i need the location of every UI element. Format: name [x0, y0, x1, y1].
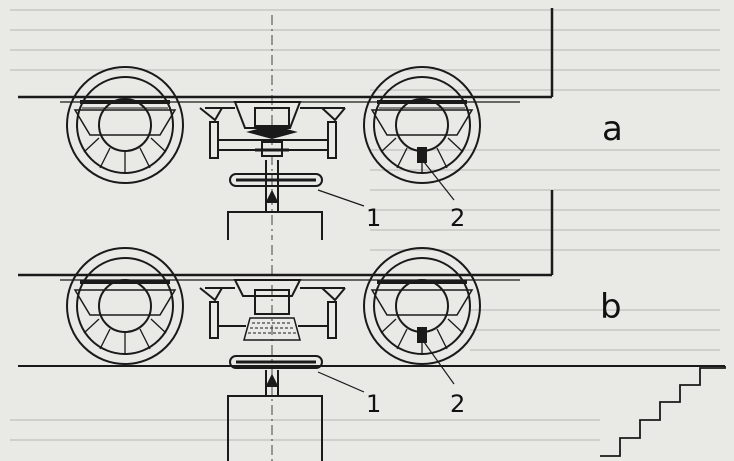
jack-a	[227, 160, 323, 240]
panel-b	[18, 190, 726, 461]
stairs	[600, 366, 726, 457]
wheel-left-a	[66, 66, 184, 184]
callout-1-a: 1	[366, 204, 381, 232]
callout-1-b: 1	[366, 390, 381, 418]
panel-letter-b: b	[600, 287, 622, 327]
callout-leader-2-b	[423, 341, 455, 385]
callout-leader-1-b	[317, 371, 365, 393]
wheel-left-b	[66, 247, 184, 365]
wheel-right-b	[363, 247, 481, 365]
jack-b	[227, 355, 323, 461]
callout-leader-1-a	[317, 189, 365, 207]
bolster-b	[199, 279, 346, 341]
bolster-a	[199, 101, 346, 159]
callout-2-a: 2	[450, 204, 465, 232]
callout-leader-2-a	[423, 161, 455, 201]
wheel-right-a	[363, 66, 481, 184]
bleed-through-texture	[10, 9, 720, 441]
panel-letter-a: a	[602, 109, 623, 149]
panel-a	[18, 8, 554, 240]
callout-2-b: 2	[450, 390, 465, 418]
